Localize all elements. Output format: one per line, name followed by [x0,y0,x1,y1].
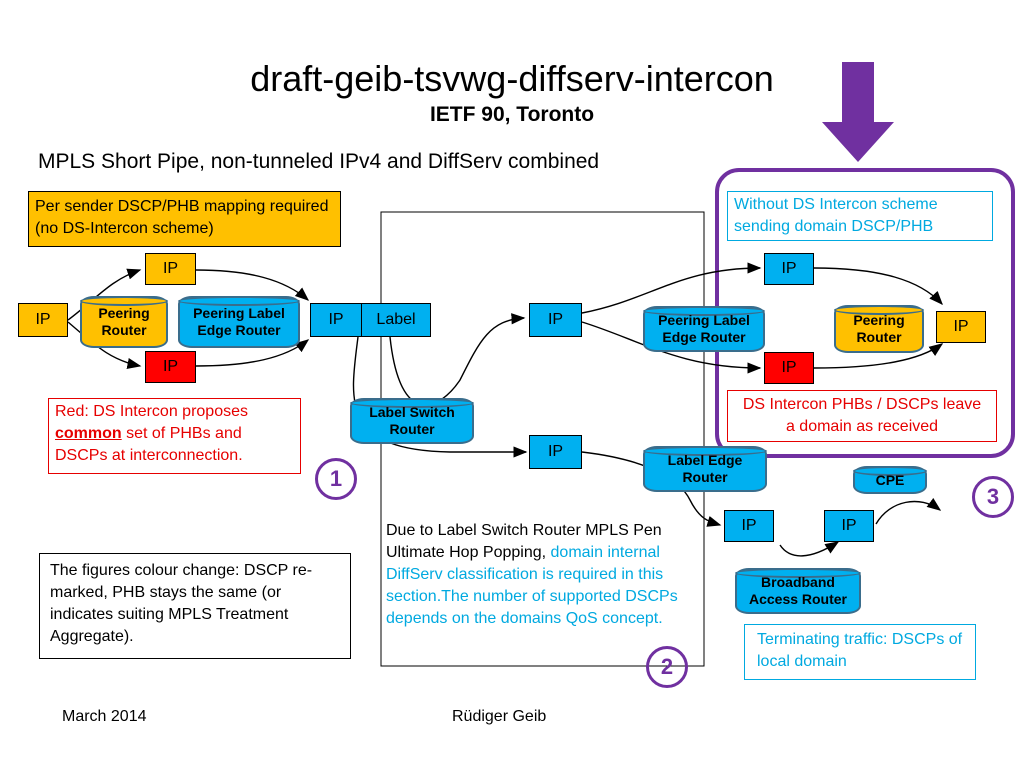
marker-two: 2 [646,646,688,688]
ip-label-ip-tag: IP [310,303,362,337]
ip-middle-lower-tag: IP [529,435,582,469]
slide-subtitle: IETF 90, Toronto [429,103,595,126]
marker-three: 3 [972,476,1014,518]
ip-right-red-tag: IP [764,352,814,384]
ip-label-label-tag: Label [361,303,431,337]
marker-one: 1 [315,458,357,500]
arrow-bottom-to-ip-next [779,541,840,557]
ip-destination-tag: IP [936,311,986,343]
footer-date: March 2014 [62,708,147,725]
ip-bottom-left-tag: IP [724,510,774,542]
ip-bottom-right-tag: IP [824,510,874,542]
footer-author: Rüdiger Geib [452,708,547,725]
ip-upper-tag: IP [145,253,196,285]
label-switch-router: Label Switch Router [350,398,474,444]
peering-label-edge-router-left: Peering Label Edge Router [178,296,300,348]
arrow-red-to-ip-right [813,343,944,369]
arrow-ip-to-upper [67,268,142,321]
without-intercon-note: Without DS Intercon scheme sending domai… [727,191,993,241]
arrow-next-to-cpe [875,497,942,525]
arrow-low-to-ip-bottom [581,451,722,527]
label-edge-router: Label Edge Router [643,446,767,492]
arrow-lower-to-label [195,339,310,367]
peering-label-edge-router-right: Peering Label Edge Router [643,306,765,352]
down-arrow-icon [822,62,894,162]
due-to-note: Due to Label Switch Router MPLS Pen Ulti… [386,522,678,627]
arrow-upper-to-label [195,269,310,301]
red-intercon-note: Red: DS Intercon proposes common set of … [48,398,301,474]
ip-right-upper-tag: IP [764,253,814,285]
arrow-ip-to-lower [67,321,142,370]
terminating-note: Terminating traffic: DSCPs of local doma… [744,624,976,680]
slide-title: draft-geib-tsvwg-diffserv-intercon [250,58,774,99]
ip-source-tag: IP [18,303,68,337]
peering-router-left: Peering Router [80,296,168,348]
section-heading: MPLS Short Pipe, non-tunneled IPv4 and D… [38,150,600,173]
ip-middle-upper-tag: IP [529,303,582,337]
arrow-upper-to-ip-right [813,267,943,306]
arrow-mid-to-ip-upper [581,262,762,314]
ds-intercon-note: DS Intercon PHBs / DSCPs leave a domain … [727,390,997,442]
cpe-device: CPE [853,466,927,494]
peering-router-right: Peering Router [834,305,924,353]
colour-change-note: The figures colour change: DSCP re-marke… [39,553,351,659]
per-sender-note: Per sender DSCP/PHB mapping required (no… [28,191,341,247]
broadband-access-router: Broadband Access Router [735,568,861,614]
ip-lower-red-tag: IP [145,351,196,383]
arrow-label-to-ip-mid [389,313,526,406]
